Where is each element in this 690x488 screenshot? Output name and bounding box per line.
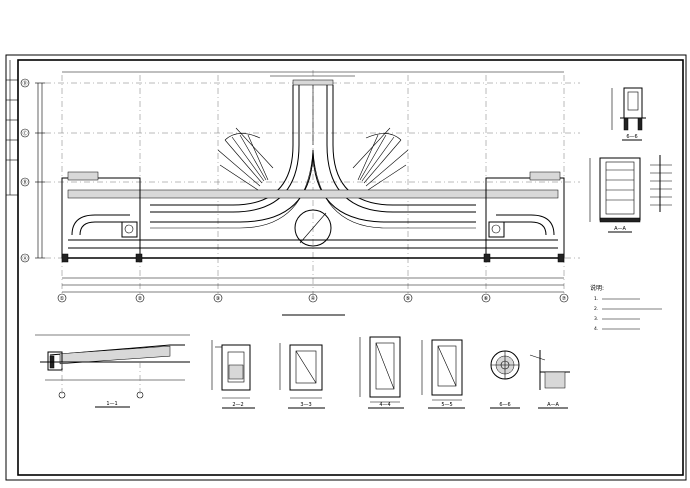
bottom-dimension-chain (62, 277, 564, 293)
section-A-A-caption: A—A (547, 402, 559, 408)
row-axis-label-C: Ⓒ (22, 130, 27, 137)
notes-heading: 说明: (590, 284, 604, 292)
col-axis-bubbles (57, 293, 569, 303)
note-2: 2. (594, 306, 598, 312)
pier-left (61, 171, 143, 263)
fan-lines-left (217, 127, 274, 191)
note-3: 3. (594, 316, 598, 322)
right-detail-A-A: A—A (589, 155, 672, 233)
left-dimension-chain (35, 82, 45, 259)
row-axis-label-B: Ⓑ (22, 179, 27, 186)
section-2-2-caption: 2—2 (232, 402, 243, 408)
right-detail-6-6: 6—6 (611, 87, 646, 141)
center-shaft (294, 209, 332, 247)
section-1-1: 1—1 (35, 334, 190, 408)
duct-branch-left (150, 144, 314, 229)
col-axis-label-6: ⑥ (484, 296, 489, 302)
section-2-2: 2—2 (211, 340, 255, 409)
right-detail-6-6-caption: 6—6 (626, 134, 637, 140)
plan-view: ① ② ③ ④ ⑤ ⑥ ⑦ Ⓐ Ⓑ Ⓒ Ⓓ (20, 70, 580, 316)
col-axis-label-2: ② (138, 296, 143, 302)
left-title-strip (6, 60, 18, 196)
row-axis-label-D: Ⓓ (22, 80, 27, 87)
col-axis-label-5: ⑤ (406, 296, 410, 302)
fan-lines-right (352, 127, 409, 191)
duct-branch-right (312, 144, 476, 229)
notes-block: 说明: 1. 2. 3. 4. (590, 284, 662, 332)
top-dimension-chain (62, 71, 564, 77)
note-1: 1. (594, 296, 598, 302)
row-axis-label-A: Ⓐ (22, 255, 27, 262)
col-axis-label-1: ① (60, 296, 65, 302)
col-axis-label-3: ③ (216, 296, 220, 302)
duct-stem (292, 79, 334, 145)
pier-right (483, 171, 565, 263)
col-axis-label-4: ④ (311, 296, 316, 302)
section-4-4: 4—4 (359, 336, 404, 409)
section-3-3: 3—3 (279, 343, 325, 409)
section-5-5-caption: 5—5 (441, 402, 452, 408)
section-4-4-caption: 4—4 (379, 402, 390, 408)
section-1-1-caption: 1—1 (106, 401, 117, 407)
section-3-3-caption: 3—3 (300, 402, 311, 408)
right-detail-A-A-caption: A—A (614, 226, 626, 232)
main-duct (62, 189, 564, 259)
detail-6-6: 6—6 (490, 350, 520, 409)
outer-border (5, 54, 687, 481)
note-4: 4. (594, 326, 598, 332)
row-axis-bubbles (20, 78, 30, 263)
detail-A-A: A—A (529, 350, 570, 409)
section-5-5: 5—5 (421, 339, 465, 409)
section-6-6-caption: 6—6 (499, 402, 510, 408)
col-axis-label-7: ⑦ (562, 296, 567, 302)
inner-border (17, 59, 684, 476)
